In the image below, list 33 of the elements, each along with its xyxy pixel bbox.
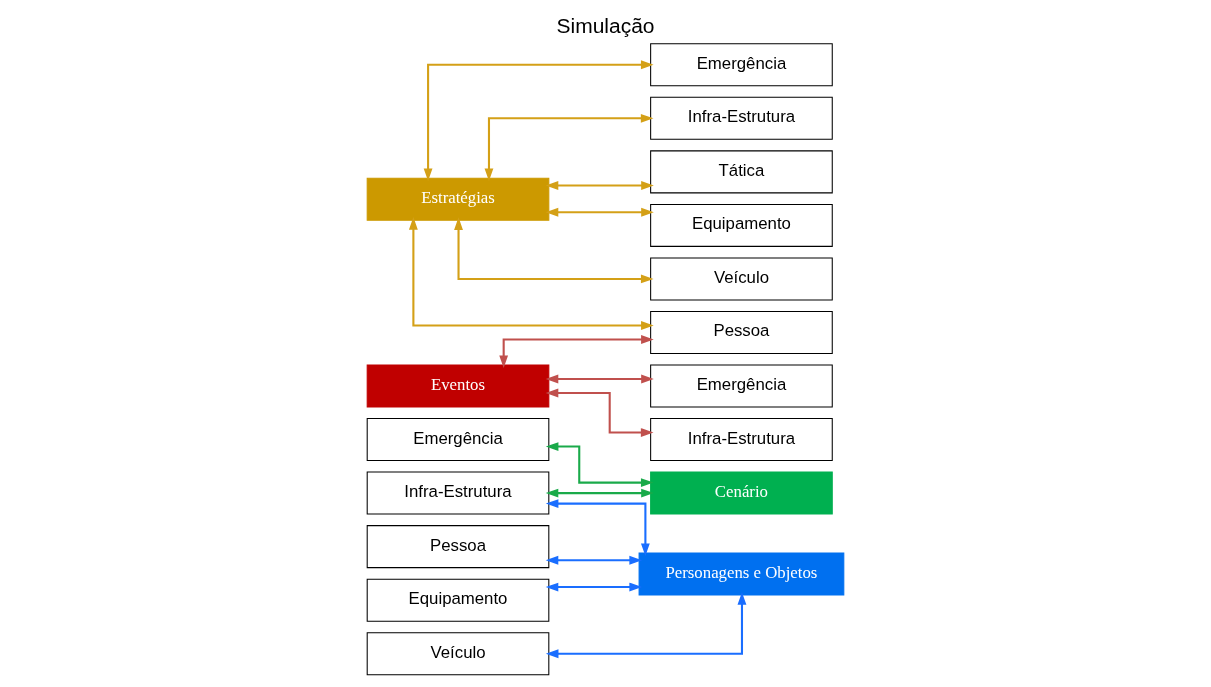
node-box: Cenário — [650, 471, 833, 515]
node-box: Emergência — [366, 418, 550, 462]
node-box: Veículo — [366, 632, 550, 676]
node-box: Personagens e Objetos — [638, 552, 845, 596]
arrow — [408, 217, 654, 330]
arrow — [545, 374, 654, 384]
node-box: Equipamento — [366, 578, 550, 622]
arrow — [484, 113, 654, 182]
arrow — [545, 499, 650, 556]
arrow — [545, 207, 654, 217]
node-box: Infra-Estrutura — [366, 471, 550, 515]
node-box: Infra-Estrutura — [650, 418, 833, 462]
node-box: Equipamento — [650, 203, 833, 247]
node-box: Tática — [650, 150, 833, 194]
arrow — [545, 388, 654, 437]
node-box: Pessoa — [650, 310, 833, 354]
arrow — [545, 442, 654, 487]
arrow — [545, 181, 654, 190]
node-box: Estratégias — [366, 177, 550, 221]
node-box: Emergência — [650, 364, 833, 408]
diagram-title: Simulação — [556, 14, 655, 38]
node-box: Emergência — [650, 43, 833, 87]
node-box: Pessoa — [366, 525, 550, 569]
arrow — [454, 217, 654, 284]
node-box: Eventos — [366, 364, 550, 408]
arrow — [423, 60, 654, 182]
arrow — [545, 582, 642, 592]
arrow — [545, 592, 747, 659]
arrow — [545, 555, 642, 565]
arrow — [499, 335, 654, 369]
node-box: Veículo — [650, 257, 833, 301]
node-box: Infra-Estrutura — [650, 96, 833, 140]
arrow — [545, 488, 654, 498]
